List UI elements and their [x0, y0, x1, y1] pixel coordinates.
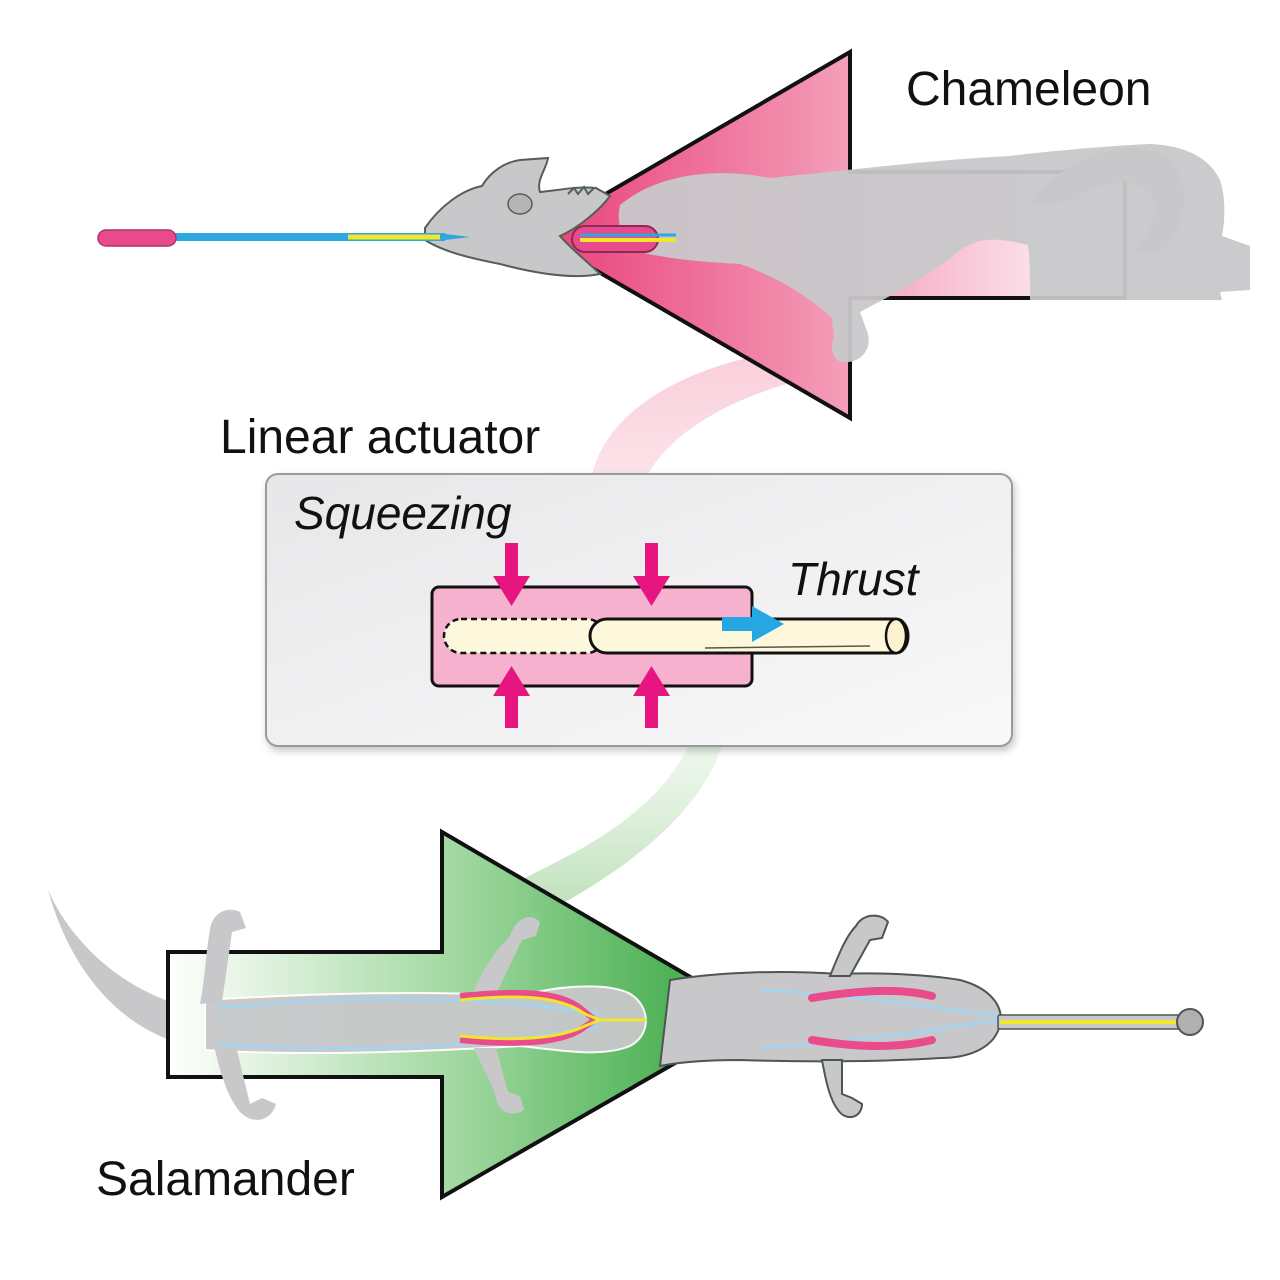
thrust-arrow	[722, 606, 784, 642]
actuator-rod-highlight	[704, 645, 871, 649]
salamander-muscle-bottom-right	[808, 1036, 936, 1050]
salamander-label: Salamander	[96, 1153, 355, 1206]
squeeze-arrow-bottom-right	[633, 666, 670, 728]
chameleon-crest	[567, 185, 595, 196]
squeezing-label: Squeezing	[294, 487, 512, 539]
salamander-limb-front-bottom	[474, 1048, 524, 1114]
squeeze-arrow-bottom-left	[493, 666, 530, 728]
squeeze-arrow-top-right	[633, 543, 670, 606]
thrust-label: Thrust	[788, 553, 919, 605]
chameleon-tongue-sheath	[170, 233, 445, 241]
salamander-limb-right-top	[828, 914, 890, 977]
salamander-muscle-top-right	[808, 986, 936, 1002]
salamander-nerve-top	[217, 997, 601, 1016]
chameleon-label: Chameleon	[906, 63, 1152, 116]
linear-actuator-panel	[265, 473, 1013, 747]
chameleon-body-silhouette	[618, 144, 1250, 363]
chameleon-eye	[507, 193, 533, 215]
salamander-bone-y	[459, 995, 646, 1041]
chameleon-panel	[97, 48, 1250, 422]
chameleon-tongue-tip	[437, 233, 470, 241]
salamander-limb-rear-bottom	[214, 1046, 276, 1120]
linear-actuator-label: Linear actuator	[220, 411, 541, 464]
salamander-limb-right-bottom	[820, 1059, 864, 1119]
salamander-body-left	[204, 985, 647, 1054]
salamander-body-right	[658, 971, 1002, 1068]
salamander-muscle-top-left	[459, 989, 597, 1023]
chameleon-tongue-pad	[97, 229, 177, 247]
actuator-rod-origin	[442, 617, 606, 655]
salamander-limb-front-top	[472, 917, 540, 996]
salamander-panel	[48, 828, 1204, 1201]
salamander-muscle-bottom-left	[459, 1017, 597, 1046]
actuator-rod-end	[884, 617, 908, 655]
salamander-tongue-tip	[1176, 1008, 1204, 1036]
chameleon-tail	[1030, 147, 1184, 254]
squeeze-arrow-top-left	[493, 543, 530, 606]
chameleon-head-outline	[424, 156, 612, 278]
salamander-nerve-right	[759, 988, 1001, 1050]
salamander-limb-rear-top	[200, 909, 246, 1004]
salamander-nerve-bottom	[217, 1024, 601, 1050]
